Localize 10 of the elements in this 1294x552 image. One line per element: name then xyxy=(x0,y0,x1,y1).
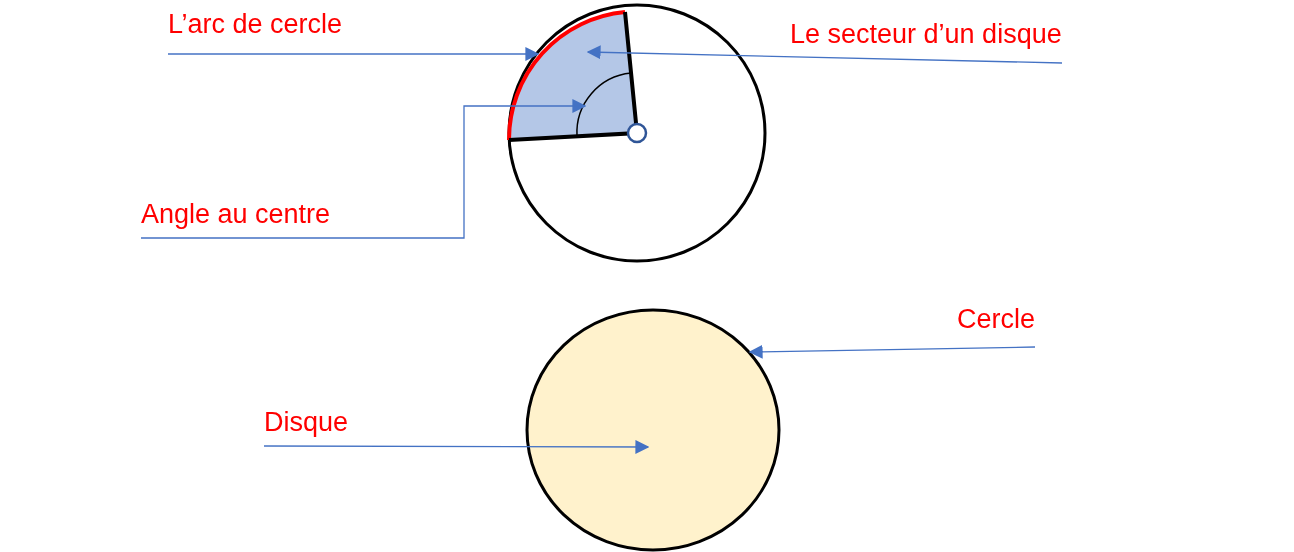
callout-label: Disque xyxy=(264,406,349,446)
leader-line xyxy=(263,439,650,454)
leader-line xyxy=(586,45,1063,64)
callout-label: Cercle xyxy=(957,303,1036,347)
leader-line xyxy=(167,47,540,61)
callout-label: Angle au centre xyxy=(141,198,331,238)
callout-label: L’arc de cercle xyxy=(168,8,343,54)
callout-label: Le secteur d’un disque xyxy=(790,18,1062,63)
leader-line xyxy=(140,99,587,239)
leader-line xyxy=(748,344,1036,359)
